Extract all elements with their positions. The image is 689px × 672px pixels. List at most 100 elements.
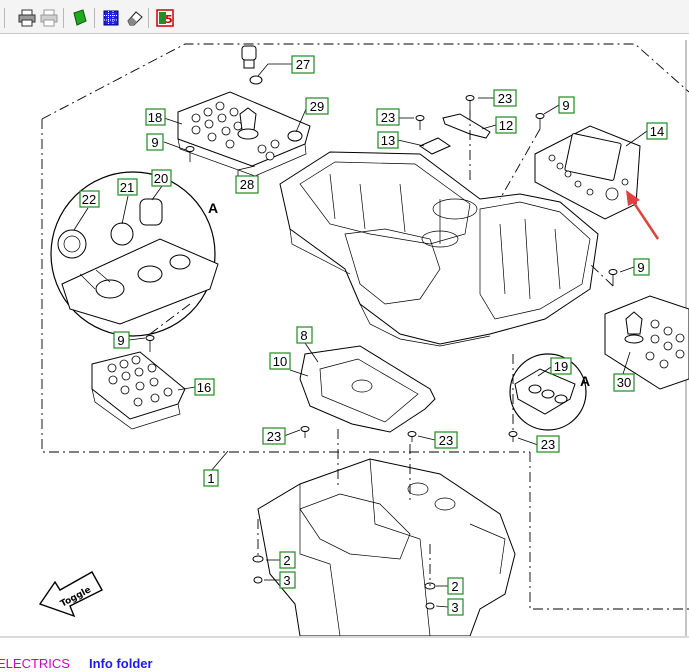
callout-label: 1 [207, 471, 214, 486]
book-button[interactable] [71, 9, 89, 27]
callout-label: 9 [562, 98, 569, 113]
callout-29[interactable]: 29 [305, 97, 329, 115]
svg-text:5: 5 [165, 13, 173, 26]
callout-label: 9 [117, 333, 124, 348]
base-plate [299, 345, 436, 433]
callout-label: 23 [439, 433, 453, 448]
print-button[interactable] [18, 9, 36, 27]
callout-label: 19 [554, 359, 568, 374]
callout-1[interactable]: 1 [203, 469, 219, 487]
callout-30[interactable]: 30 [613, 373, 635, 392]
lower-left-control-panel [91, 351, 186, 430]
callout-3[interactable]: 3 [279, 571, 296, 589]
callout-label: 9 [151, 135, 158, 150]
callout-label: 2 [451, 579, 458, 594]
document-5-icon: 5 [156, 9, 174, 27]
callout-10[interactable]: 10 [269, 352, 291, 370]
toolbar-separator [148, 8, 149, 28]
assembly-guides [149, 110, 614, 586]
document-button[interactable]: 5 [156, 9, 174, 27]
callout-20[interactable]: 20 [151, 169, 172, 187]
callout-label: 23 [381, 110, 395, 125]
callout-12[interactable]: 12 [495, 116, 517, 134]
eraser-icon [127, 11, 143, 26]
callout-label: 8 [300, 328, 307, 343]
callout-label: 2 [283, 553, 290, 568]
callout-label: 23 [498, 91, 512, 106]
callout-label: 12 [499, 118, 513, 133]
console-housing [279, 151, 599, 347]
toolbar: 5 [0, 0, 689, 34]
knob-27 [241, 45, 263, 85]
callout-label: 21 [120, 180, 134, 195]
green-book-icon [73, 9, 87, 26]
toggle-nav-arrow[interactable]: Toggle [38, 571, 103, 618]
left-control-panel [177, 91, 311, 177]
callout-23[interactable]: 23 [536, 435, 560, 453]
dashed-frame [529, 452, 689, 610]
callout-23[interactable]: 23 [493, 89, 517, 107]
electrics-link[interactable]: ELECTRICS [0, 656, 70, 671]
dashed-frame [41, 43, 689, 120]
callout-label: 13 [381, 133, 395, 148]
callout-label: 3 [451, 600, 458, 615]
support-column [257, 458, 516, 636]
callout-9[interactable]: 9 [113, 331, 130, 349]
callout-3[interactable]: 3 [447, 598, 464, 616]
callout-23[interactable]: 23 [262, 427, 286, 445]
toolbar-separator [63, 8, 64, 28]
parts-diagram[interactable]: Toggle A A 27 18 29 9 28 22 21 20 23 13 … [0, 34, 689, 636]
detail-view-a-right [509, 353, 587, 431]
detail-letter-right: A [580, 373, 590, 389]
callout-23[interactable]: 23 [376, 108, 400, 126]
callout-2[interactable]: 2 [279, 551, 296, 569]
callout-23[interactable]: 23 [434, 431, 458, 449]
clear-button[interactable] [126, 9, 144, 27]
callout-label: 20 [154, 171, 168, 186]
callout-label: 16 [197, 380, 211, 395]
annotation-arrow [626, 190, 660, 240]
callout-27[interactable]: 27 [291, 55, 315, 74]
screws [145, 95, 618, 610]
detail-letter-left: A [208, 200, 218, 216]
detail-view-a [50, 171, 219, 337]
connector-29 [287, 130, 303, 142]
callout-28[interactable]: 28 [235, 175, 259, 194]
callout-label: 23 [541, 437, 555, 452]
bracket-12 [442, 113, 491, 139]
callout-18[interactable]: 18 [145, 108, 166, 126]
callout-9[interactable]: 9 [558, 96, 575, 114]
toolbar-separator [94, 8, 95, 28]
callout-label: 28 [240, 177, 254, 192]
callout-22[interactable]: 22 [79, 190, 100, 208]
print-disabled-icon [40, 9, 58, 27]
callout-8[interactable]: 8 [296, 326, 313, 344]
callout-21[interactable]: 21 [117, 178, 138, 196]
callout-9[interactable]: 9 [633, 258, 650, 276]
exploded-view-drawing: Toggle A A 27 18 29 9 28 22 21 20 23 13 … [38, 40, 689, 636]
callout-label: 18 [148, 110, 162, 125]
callout-label: 23 [267, 429, 281, 444]
callout-label: 29 [310, 99, 324, 114]
callout-14[interactable]: 14 [646, 122, 668, 140]
select-grid-icon [103, 10, 119, 26]
toolbar-separator [4, 8, 5, 28]
info-folder-link[interactable]: Info folder [89, 656, 153, 671]
status-bar: ELECTRICS Info folder [0, 636, 689, 671]
callout-label: 14 [650, 124, 664, 139]
plate-13 [418, 137, 452, 155]
callout-label: 22 [82, 192, 96, 207]
callout-label: 9 [637, 260, 644, 275]
callout-16[interactable]: 16 [194, 378, 215, 396]
print-icon [18, 9, 36, 27]
callout-13[interactable]: 13 [377, 131, 399, 149]
callout-2[interactable]: 2 [447, 577, 464, 595]
callout-leaders [73, 63, 648, 608]
callout-19[interactable]: 19 [550, 357, 572, 375]
callout-9[interactable]: 9 [146, 133, 164, 151]
print-preview-button[interactable] [40, 9, 58, 27]
select-all-button[interactable] [102, 9, 120, 27]
callout-label: 27 [296, 57, 310, 72]
callout-label: 3 [283, 573, 290, 588]
display-panel-14 [534, 125, 641, 220]
